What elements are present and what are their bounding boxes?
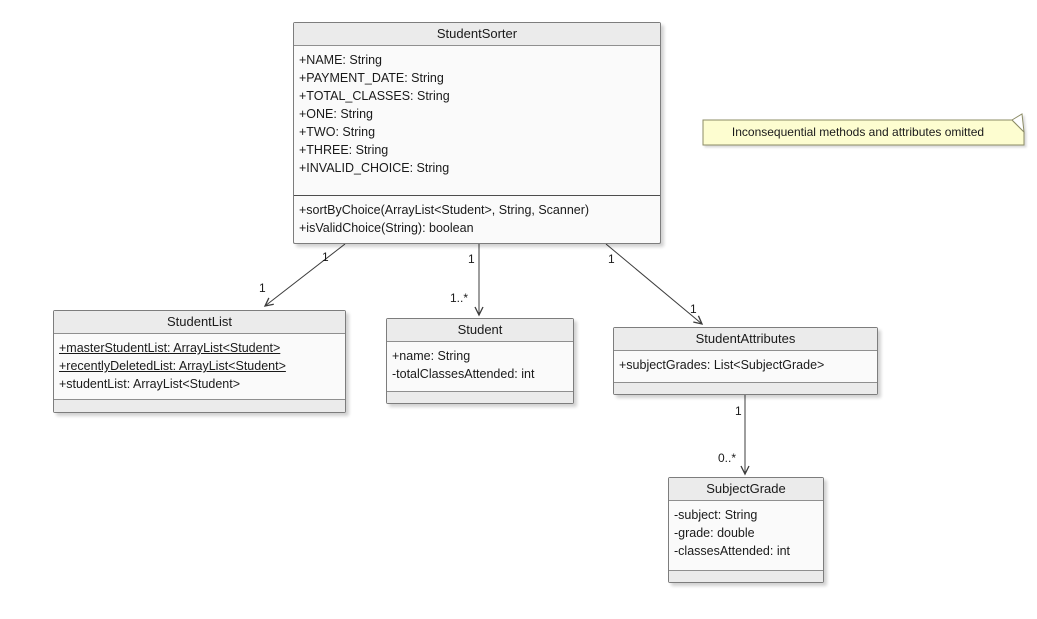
class-attributes: +subjectGrades: List<SubjectGrade>: [614, 351, 877, 382]
attribute: -subject: String: [674, 508, 758, 522]
attribute-static: +masterStudentList: ArrayList<Student>: [59, 341, 281, 355]
multiplicity-label: 1..*: [450, 291, 469, 305]
note-icon: [702, 113, 1025, 146]
class-subjectgrade: SubjectGrade -subject: String -grade: do…: [668, 477, 824, 583]
class-methods-empty: [669, 570, 823, 582]
multiplicity-label: 1: [468, 252, 475, 266]
multiplicity-label: 1: [608, 252, 615, 266]
class-methods-empty: [54, 399, 345, 412]
class-title: StudentSorter: [294, 23, 660, 46]
attribute: +name: String: [392, 349, 471, 363]
class-attributes: +masterStudentList: ArrayList<Student> +…: [54, 334, 345, 399]
attribute: +ONE: String: [299, 107, 373, 121]
attribute: -grade: double: [674, 526, 755, 540]
class-studentattributes: StudentAttributes +subjectGrades: List<S…: [613, 327, 878, 395]
class-student: Student +name: String -totalClassesAtten…: [386, 318, 574, 404]
multiplicity-label: 0..*: [718, 451, 737, 465]
class-studentlist: StudentList +masterStudentList: ArrayLis…: [53, 310, 346, 413]
attribute: +studentList: ArrayList<Student>: [59, 377, 241, 391]
class-attributes: -subject: String -grade: double -classes…: [669, 501, 823, 570]
class-title: Student: [387, 319, 573, 342]
multiplicity-label: 1: [259, 281, 266, 295]
attribute: +THREE: String: [299, 143, 389, 157]
class-methods: +sortByChoice(ArrayList<Student>, String…: [294, 195, 660, 243]
association-sorter-studentattributes: [605, 243, 704, 325]
method: +sortByChoice(ArrayList<Student>, String…: [299, 203, 590, 217]
attribute-static: +recentlyDeletedList: ArrayList<Student>: [59, 359, 286, 373]
note: Inconsequential methods and attributes o…: [731, 125, 985, 139]
multiplicity-label: 1: [690, 302, 697, 316]
attribute: +PAYMENT_DATE: String: [299, 71, 444, 85]
method: +isValidChoice(String): boolean: [299, 221, 474, 235]
class-methods-empty: [614, 382, 877, 394]
multiplicity-label: 1: [735, 404, 742, 418]
class-title: SubjectGrade: [669, 478, 823, 501]
attribute: +TOTAL_CLASSES: String: [299, 89, 450, 103]
attribute: +TWO: String: [299, 125, 376, 139]
attribute: -classesAttended: int: [674, 544, 791, 558]
attribute: +subjectGrades: List<SubjectGrade>: [619, 358, 825, 372]
attribute: -totalClassesAttended: int: [392, 367, 535, 381]
association-sorter-studentlist: [263, 243, 346, 307]
multiplicity-label: 1: [322, 250, 329, 264]
class-title: StudentList: [54, 311, 345, 334]
class-attributes: +name: String -totalClassesAttended: int: [387, 342, 573, 391]
class-title: StudentAttributes: [614, 328, 877, 351]
class-studentsorter: StudentSorter +NAME: String +PAYMENT_DAT…: [293, 22, 661, 244]
class-attributes: +NAME: String +PAYMENT_DATE: String +TOT…: [294, 46, 660, 195]
class-methods-empty: [387, 391, 573, 403]
attribute: +NAME: String: [299, 53, 383, 67]
attribute: +INVALID_CHOICE: String: [299, 161, 450, 175]
